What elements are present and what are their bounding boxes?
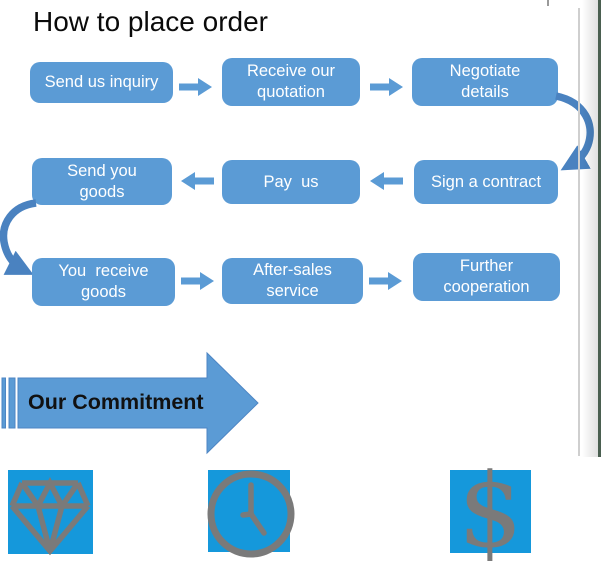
right-arrow-icon — [179, 78, 212, 96]
left-arrow-icon — [370, 172, 403, 190]
right-arrow-icon — [181, 272, 214, 290]
flow-step-negotiate-details: Negotiate details — [412, 58, 558, 106]
page-title: How to place order — [33, 6, 269, 37]
flow-step-you-receive-goods: You receive goods — [32, 258, 175, 306]
dollar-icon: $ — [458, 451, 523, 563]
page-edge-line — [578, 8, 580, 456]
diamond-icon — [8, 470, 93, 556]
page-edge-tick — [547, 0, 549, 6]
flow-step-sign-contract: Sign a contract — [414, 160, 558, 204]
commitment-banner-arrow — [1, 351, 259, 455]
flow-step-pay-us: Pay us — [222, 160, 360, 204]
curved-arrow-down-left-icon — [0, 199, 37, 275]
clock-icon — [207, 470, 295, 558]
right-arrow-icon — [369, 272, 402, 290]
right-arrow-icon — [370, 78, 403, 96]
left-arrow-icon — [181, 172, 214, 190]
flow-step-receive-quotation: Receive our quotation — [222, 58, 360, 106]
flow-step-further-cooperation: Further cooperation — [413, 253, 560, 301]
page-edge-shade — [582, 0, 598, 457]
flow-step-after-sales-service: After-sales service — [222, 258, 363, 304]
dollar-tile — [450, 470, 531, 553]
flow-step-send-inquiry: Send us inquiry — [30, 62, 173, 103]
page-edge-border — [598, 0, 601, 457]
flow-step-send-goods: Send you goods — [32, 158, 172, 205]
commitment-label: Our Commitment — [28, 389, 204, 414]
curved-arrow-down-right-icon — [555, 92, 594, 171]
